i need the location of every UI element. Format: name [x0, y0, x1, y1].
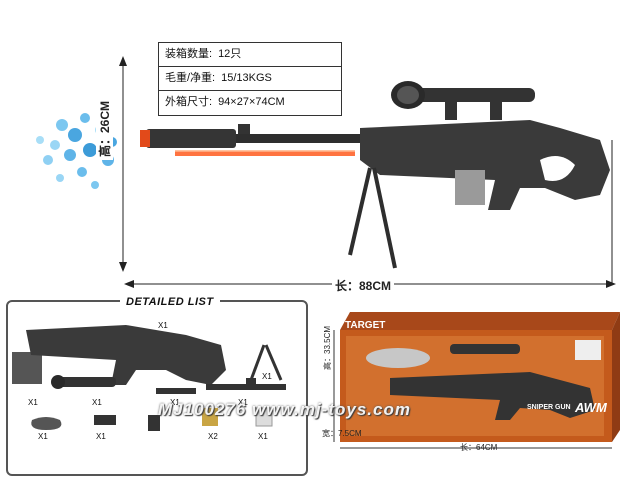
qty-label: X1: [258, 432, 268, 441]
spec-label: 外箱尺寸:: [165, 96, 213, 108]
box-small-text: SNIPER GUN: [527, 404, 571, 411]
length-dimension-label: 长：88CM: [332, 277, 395, 294]
spec-label: 装箱数量:: [165, 48, 213, 60]
spec-row: 装箱数量: 12只: [159, 43, 341, 67]
scope-part: [56, 377, 116, 387]
spec-table: 装箱数量: 12只 毛重/净重: 15/13KGS 外箱尺寸: 94×27×74CM: [158, 42, 342, 116]
watermark-text: MJ100276 www.mj-toys.com: [158, 400, 411, 419]
qty-label: X1: [96, 432, 106, 441]
qty-label: X1: [28, 398, 38, 407]
qty-label: X1: [158, 321, 168, 330]
box-model: AWM: [575, 400, 607, 415]
spec-label: 毛重/净重:: [165, 72, 216, 84]
goggles-part: [31, 417, 62, 430]
laser-beam: [175, 151, 355, 156]
height-dimension-label: 高：26CM: [96, 97, 113, 160]
qty-label: X2: [208, 432, 218, 441]
spec-value: 94×27×74CM: [218, 96, 285, 108]
rifle-body: [360, 120, 610, 210]
box-badge: [575, 340, 601, 360]
qty-label: X1: [170, 398, 180, 407]
spec-row: 外箱尺寸: 94×27×74CM: [159, 91, 341, 115]
detail-parts-illustration: [12, 325, 286, 431]
spec-value: 15/13KGS: [221, 72, 272, 84]
rifle-body-part: [26, 325, 226, 385]
flashlight-part: [94, 415, 116, 425]
box-width-label: 宽：7.5CM: [322, 429, 362, 438]
box-scope-image: [450, 344, 520, 354]
qty-label: X1: [38, 432, 48, 441]
box-height-label: 高：33.5CM: [323, 325, 332, 370]
spec-value: 12只: [218, 48, 242, 60]
gel-pack-part: [255, 407, 273, 427]
rifle-barrel: [150, 134, 370, 143]
rifle-bipod: [348, 167, 397, 269]
rifle-scope: [391, 81, 535, 120]
spec-row: 毛重/净重: 15/13KGS: [159, 67, 341, 91]
qty-label: X1: [92, 398, 102, 407]
box-gel-balls-window: [366, 348, 430, 368]
packaging-box: [333, 312, 620, 449]
barrel-part: [156, 388, 196, 394]
detailed-list-title: DETAILED LIST: [120, 296, 220, 308]
bipod-part: [249, 344, 266, 381]
box-rifle-image: [390, 372, 595, 420]
box-brand: TARGET: [345, 320, 386, 331]
target-board-part: [12, 352, 42, 384]
qty-label: X1: [238, 398, 248, 407]
gel-pack-part: [202, 408, 218, 426]
qty-label: X1: [262, 372, 272, 381]
box-length-label: 长：64CM: [460, 443, 498, 452]
magazine-part: [148, 415, 160, 431]
